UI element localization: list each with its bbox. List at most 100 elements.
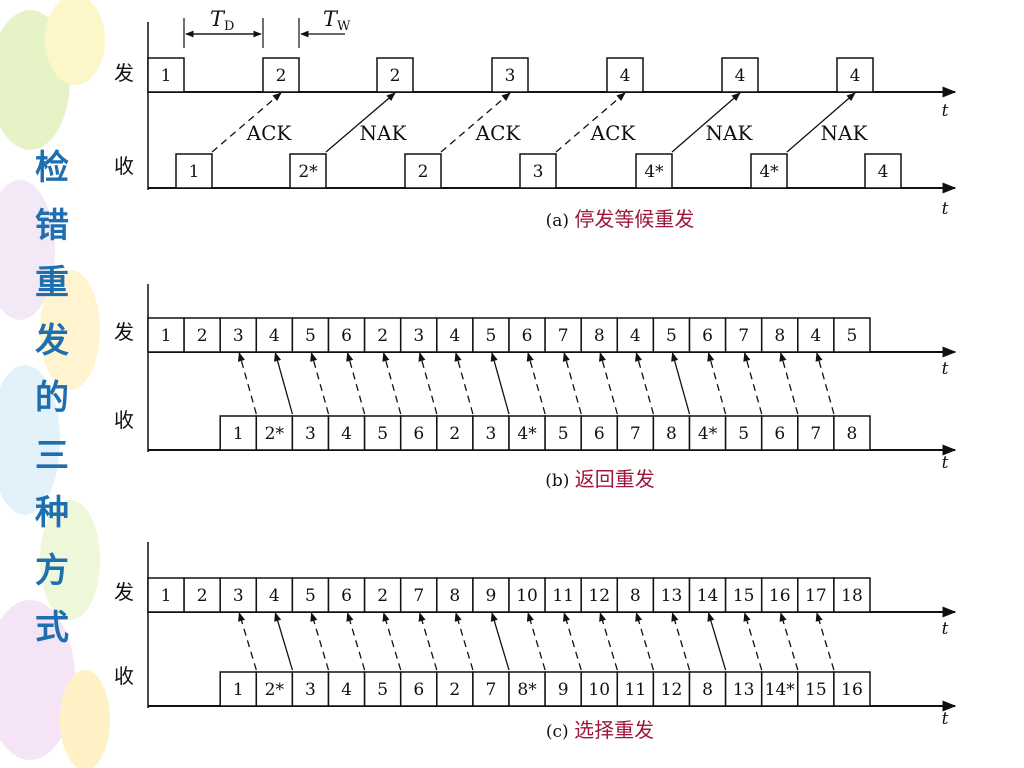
receive-frame-frame bbox=[652, 671, 691, 707]
receive-frame-frame bbox=[291, 415, 330, 451]
td-label-main: T bbox=[210, 7, 226, 31]
send-frame-label: 1 bbox=[161, 66, 172, 86]
receive-frame: 5 bbox=[363, 415, 402, 451]
send-frame-label: 2 bbox=[377, 326, 388, 346]
receive-frame-frame bbox=[436, 415, 474, 451]
receive-frame-frame bbox=[760, 415, 799, 451]
send-frame-frame bbox=[616, 577, 655, 613]
receive-frame-frame bbox=[289, 153, 327, 189]
send-frame-label: 8 bbox=[449, 586, 460, 606]
send-frame-label: 12 bbox=[588, 586, 610, 606]
send-frame-frame bbox=[472, 317, 510, 353]
send-frame-label: 6 bbox=[341, 586, 352, 606]
receive-frame-label: 2 bbox=[449, 680, 460, 700]
send-frame: 8 bbox=[436, 577, 474, 613]
send-frame: 17 bbox=[797, 577, 835, 613]
send-frame: 2 bbox=[183, 317, 221, 353]
send-frame-frame bbox=[219, 317, 258, 353]
receive-frame-frame bbox=[219, 415, 258, 451]
send-row-label: 发 bbox=[114, 61, 134, 85]
response-arrow bbox=[743, 612, 763, 671]
response-arrow bbox=[635, 352, 655, 415]
response-arrow bbox=[671, 352, 691, 415]
response-arrow bbox=[346, 612, 366, 671]
send-frame-label: 5 bbox=[305, 586, 316, 606]
side-title-char: 的 bbox=[35, 378, 69, 418]
send-frame-frame bbox=[291, 577, 330, 613]
send-frame-label: 2 bbox=[377, 586, 388, 606]
receive-frame: 1 bbox=[219, 671, 258, 707]
receive-frame-frame bbox=[404, 153, 442, 189]
send-frame: 5 bbox=[291, 577, 330, 613]
send-frame-label: 5 bbox=[305, 326, 316, 346]
response-arrow bbox=[237, 352, 257, 415]
receive-frame-label: 16 bbox=[841, 680, 863, 700]
send-row-label: 发 bbox=[114, 580, 134, 604]
decor-blob bbox=[0, 365, 60, 515]
send-frame-label: 2 bbox=[390, 66, 401, 86]
response-arrow bbox=[310, 352, 330, 415]
time-axis-label: t bbox=[942, 453, 949, 473]
receive-frame: 1 bbox=[219, 415, 258, 451]
receive-frame-label: 6 bbox=[594, 424, 605, 444]
send-frame: 11 bbox=[544, 577, 582, 613]
receive-frame: 14* bbox=[760, 671, 799, 707]
side-title-char: 式 bbox=[35, 608, 69, 648]
send-frame-label: 4 bbox=[735, 66, 746, 86]
receive-frame: 2* bbox=[255, 671, 294, 707]
receive-frame: 3 bbox=[291, 415, 330, 451]
receive-frame-label: 1 bbox=[233, 680, 244, 700]
side-title-char: 方 bbox=[35, 550, 69, 591]
response-arrow bbox=[815, 352, 835, 415]
send-frame: 14 bbox=[688, 577, 727, 613]
send-frame: 9 bbox=[472, 577, 510, 613]
receive-frame: 4* bbox=[635, 153, 673, 189]
time-axis-label: t bbox=[942, 619, 949, 639]
send-frame-frame bbox=[327, 317, 366, 353]
send-frame: 2 bbox=[262, 57, 300, 93]
receive-frame-frame bbox=[436, 671, 474, 707]
send-frame-frame bbox=[147, 317, 185, 353]
send-frame: 15 bbox=[724, 577, 763, 613]
send-frame-frame bbox=[760, 317, 799, 353]
response-arrow bbox=[635, 612, 655, 671]
send-frame: 3 bbox=[399, 317, 438, 353]
receive-frame-label: 6 bbox=[413, 424, 424, 444]
caption-title: 返回重发 bbox=[575, 467, 655, 491]
receive-frame: 5 bbox=[724, 415, 763, 451]
decor-blob bbox=[40, 270, 100, 390]
send-frame-frame bbox=[363, 317, 402, 353]
send-frame-frame bbox=[606, 57, 644, 93]
time-axis-label: t bbox=[942, 199, 949, 219]
send-frame: 1 bbox=[147, 57, 185, 93]
response-arrow bbox=[382, 352, 402, 415]
response-arrow bbox=[526, 612, 546, 671]
response-arrow bbox=[454, 612, 474, 671]
caption-prefix: (a) bbox=[546, 211, 575, 231]
receive-frame-frame bbox=[255, 415, 294, 451]
receive-frame-frame bbox=[635, 153, 673, 189]
send-frame-frame bbox=[833, 317, 871, 353]
response-label: NAK bbox=[706, 121, 754, 145]
panel-caption-text: (c) 选择重发 bbox=[546, 718, 654, 742]
receive-frame-label: 7 bbox=[810, 424, 821, 444]
receive-frame-label: 15 bbox=[805, 680, 827, 700]
receive-frame-frame bbox=[616, 671, 655, 707]
send-frame-frame bbox=[836, 57, 874, 93]
receive-frame-label: 1 bbox=[189, 162, 200, 182]
send-frame-label: 5 bbox=[847, 326, 858, 346]
send-frame: 4 bbox=[436, 317, 474, 353]
td-label-subscript: D bbox=[224, 19, 234, 34]
response-arrow bbox=[599, 612, 618, 671]
send-frame-frame bbox=[147, 577, 185, 613]
receive-frame: 6 bbox=[760, 415, 799, 451]
receive-frame-label: 8* bbox=[517, 680, 537, 700]
send-frame-label: 6 bbox=[341, 326, 352, 346]
send-frame: 5 bbox=[652, 317, 691, 353]
response-arrow bbox=[779, 612, 799, 671]
receive-frame-frame bbox=[399, 415, 438, 451]
tw-label-main: T bbox=[323, 7, 339, 31]
send-frame-label: 3 bbox=[505, 66, 516, 86]
send-frame: 7 bbox=[399, 577, 438, 613]
receive-frame: 5 bbox=[544, 415, 582, 451]
